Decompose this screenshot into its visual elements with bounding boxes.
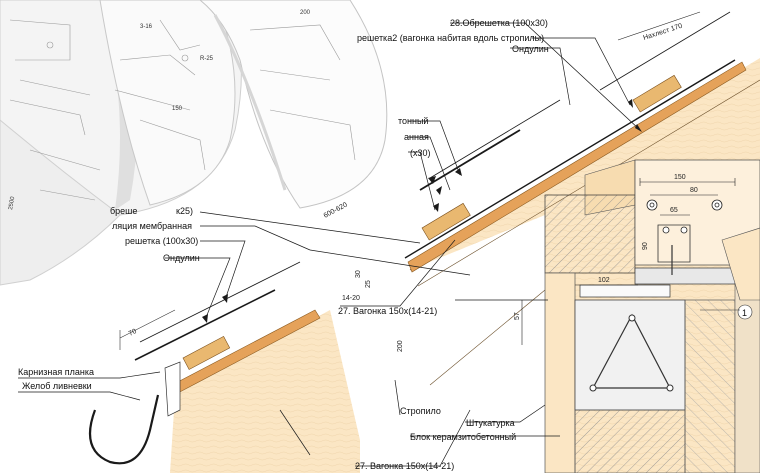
dim-150: 150 [674, 174, 686, 181]
label-x30: (х30) [410, 148, 431, 158]
sheet-dim-top2: 3-16 [140, 24, 153, 30]
label-obreshetka-left-end: к25) [176, 206, 193, 216]
leader-lines [18, 22, 641, 467]
label-obreshetka-28: 28.Обрешетка (100х30) [450, 18, 548, 28]
text-labels: 28.Обрешетка (100х30) решетка2 (вагонка … [18, 18, 549, 471]
label-blok: Блок керамзитобетонный [410, 432, 516, 442]
label-annaya: анная [404, 132, 429, 142]
dim-65: 65 [670, 207, 678, 214]
sheet-dim-r: R-25 [200, 56, 214, 62]
dim-102: 102 [598, 277, 610, 284]
label-obreshetka-left: бреше [110, 206, 137, 216]
eaves-detail: 70 [88, 261, 360, 473]
label-zhelob: Желоб ливневки [22, 381, 92, 391]
dim-30: 30 [355, 270, 362, 278]
label-nakhlest: Нахлест 170 [642, 23, 683, 42]
dim-90: 90 [642, 242, 649, 250]
sheet-dim-2500: 2500 [8, 196, 16, 211]
dim-80: 80 [690, 187, 698, 194]
dim-200: 200 [397, 340, 404, 352]
label-ondulin-left: Ондулин [163, 253, 200, 263]
sheet-dim-150: 150 [172, 106, 183, 112]
label-karniz: Карнизная планка [18, 367, 94, 377]
arrow-heads [202, 99, 642, 323]
dim-57: 57 [514, 312, 521, 320]
label-shtukaturka: Штукатурка [466, 418, 515, 428]
label-vagonka-bottom: 27. Вагонка 150х(14-21) [355, 461, 454, 471]
label-membrane: ляция мембранная [112, 221, 192, 231]
blueprint-rolls: 150 2500 R-25 200 3-16 [0, 0, 388, 286]
label-obreshetka-100: решетка (100х30) [125, 236, 198, 246]
label-vagonka-center: 27. Вагонка 150х(14-21) [338, 306, 437, 316]
label-obreshetka-2: решетка2 (вагонка набитая вдоль стропилы… [357, 33, 544, 43]
dim-600: 600-620 [323, 201, 349, 219]
roof-section-main: 150 80 65 90 102 57 Нахлест 170 600-620 … [323, 11, 760, 473]
label-ondulin-top: Ондулин [512, 44, 549, 54]
dim-25: 25 [365, 280, 372, 288]
sheet-dim-top1: 200 [300, 10, 311, 16]
dim-14-20: 14-20 [342, 295, 360, 302]
dim-70: 70 [128, 328, 138, 338]
label-tonny: тонный [398, 116, 428, 126]
callout-1: 1 [742, 308, 747, 318]
label-stropilo: Стропило [400, 406, 441, 416]
